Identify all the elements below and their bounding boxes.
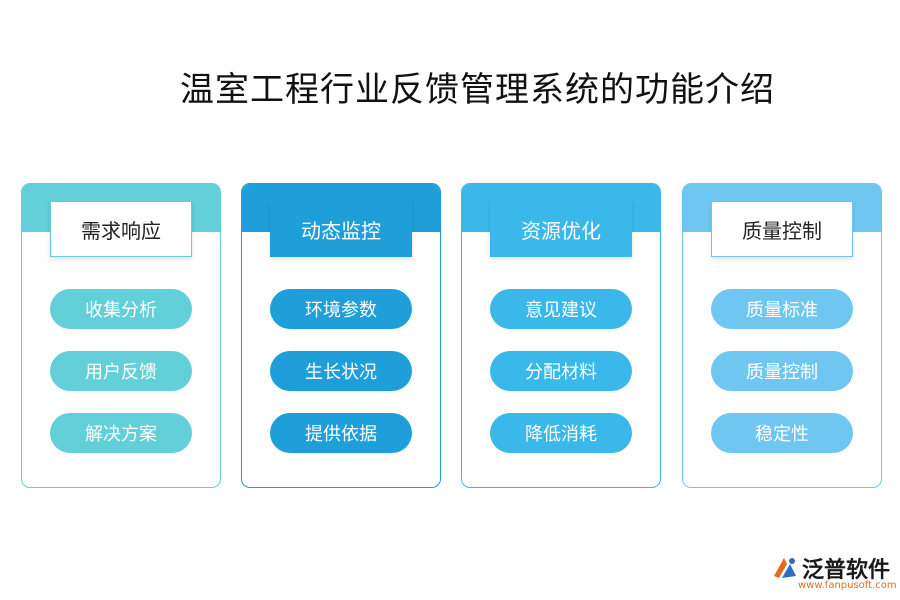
feature-item: 解决方案: [50, 413, 192, 453]
feature-item: 用户反馈: [50, 351, 192, 391]
logo-url: www.fanpusoft.com: [798, 580, 897, 591]
feature-card-3: 资源优化 意见建议 分配材料 降低消耗: [461, 183, 661, 488]
feature-card-2: 动态监控 环境参数 生长状况 提供依据: [241, 183, 441, 488]
card-heading: 动态监控: [270, 201, 412, 257]
feature-card-1: 需求响应 收集分析 用户反馈 解决方案: [21, 183, 221, 488]
logo-name: 泛普软件: [802, 558, 891, 583]
card-heading: 资源优化: [490, 201, 632, 257]
page-title: 温室工程行业反馈管理系统的功能介绍: [180, 70, 775, 110]
feature-item: 意见建议: [490, 289, 632, 329]
feature-item: 分配材料: [490, 351, 632, 391]
feature-item: 提供依据: [270, 413, 412, 453]
card-heading: 需求响应: [50, 201, 192, 257]
feature-item: 环境参数: [270, 289, 412, 329]
feature-item: 稳定性: [711, 413, 853, 453]
feature-card-4: 质量控制 质量标准 质量控制 稳定性: [682, 183, 882, 488]
feature-item: 质量控制: [711, 351, 853, 391]
feature-item: 收集分析: [50, 289, 192, 329]
card-heading: 质量控制: [711, 201, 853, 257]
feature-item: 降低消耗: [490, 413, 632, 453]
logo-mark-icon: [774, 558, 796, 578]
feature-item: 生长状况: [270, 351, 412, 391]
brand-logo: 泛普软件 www.fanpusoft.com: [770, 552, 897, 596]
feature-item: 质量标准: [711, 289, 853, 329]
